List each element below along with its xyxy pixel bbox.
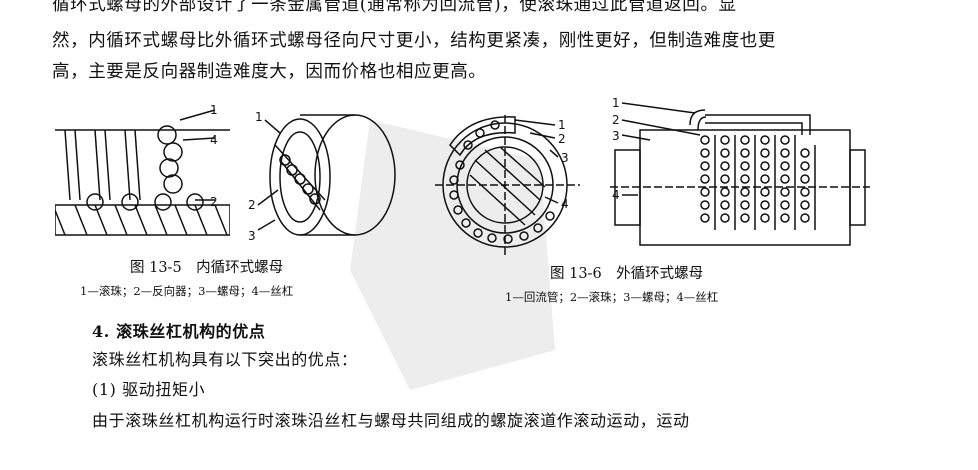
paragraph-line: 滚珠丝杠机构具有以下突出的优点： bbox=[92, 350, 358, 369]
callout-2: 2 bbox=[558, 132, 566, 146]
list-item-heading: (1) 驱动扭矩小 bbox=[92, 380, 206, 399]
paragraph-line: 由于滚珠丝杠机构运行时滚珠沿丝杠与螺母共同组成的螺旋滚道作滚动运动，运动 bbox=[92, 411, 690, 430]
callout-3: 3 bbox=[248, 229, 256, 243]
figure-13-5-caption: 图 13-5 内循环式螺母 bbox=[130, 260, 284, 276]
callout-3: 3 bbox=[612, 129, 620, 143]
paragraph-line: 高，主要是反向器制造难度大，因而价格也相应更高。 bbox=[52, 62, 487, 82]
figure-13-5-legend: 1—滚珠；2—反向器；3—螺母；4—丝杠 bbox=[80, 284, 294, 298]
callout-1: 1 bbox=[255, 110, 263, 124]
callout-2: 2 bbox=[248, 198, 256, 212]
callout-3: 3 bbox=[561, 151, 569, 165]
figure-13-5-section-drawing bbox=[55, 109, 230, 236]
figure-13-6-caption: 图 13-6 外循环式螺母 bbox=[550, 266, 704, 282]
callout-4: 4 bbox=[612, 188, 620, 202]
callout-2: 2 bbox=[612, 113, 620, 127]
callout-1: 1 bbox=[612, 96, 620, 110]
callout-4: 4 bbox=[561, 197, 569, 211]
callout-1: 1 bbox=[210, 103, 218, 117]
figure-13-5-nut-drawing: 1 2 3 bbox=[248, 110, 396, 243]
paragraph-line: 循环式螺母的外部设计了一条金属管道(通常称为回流管)，使滚珠通过此管道返回。显 bbox=[52, 0, 737, 15]
section-title: 4. 滚珠丝杠机构的优点 bbox=[92, 322, 266, 341]
watermark-stamp bbox=[350, 120, 555, 390]
callout-1: 1 bbox=[558, 118, 566, 132]
figure-13-5-labels-left: 1 4 2 bbox=[210, 103, 218, 209]
callout-2: 2 bbox=[210, 195, 218, 209]
figure-13-6-legend: 1—回流管；2—滚珠；3—螺母；4—丝杠 bbox=[505, 290, 719, 304]
paragraph-line: 然，内循环式螺母比外循环式螺母径向尺寸更小，结构更紧凑，刚性更好，但制造难度也更 bbox=[52, 31, 776, 51]
figure-13-6-side-view-drawing: 1 2 3 4 bbox=[610, 96, 870, 246]
callout-4: 4 bbox=[210, 133, 218, 147]
figure-13-6-end-view-drawing: 1 2 3 4 bbox=[435, 115, 580, 255]
